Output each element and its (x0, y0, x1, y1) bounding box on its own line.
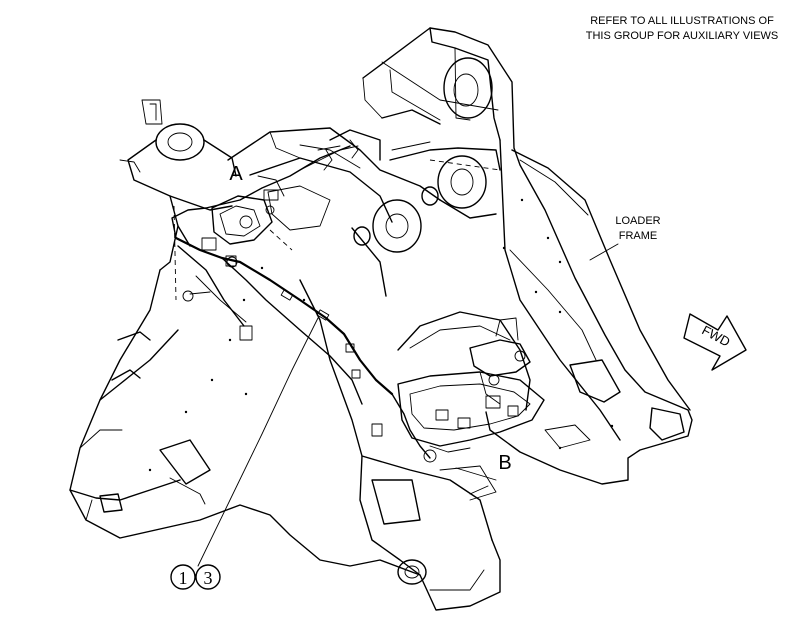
callout-number-3: 3 (204, 568, 213, 588)
rivet-dots (148, 198, 614, 472)
callout-balloons: 1 3 (170, 317, 319, 590)
loader-frame-label-line1: LOADER (615, 215, 660, 227)
wiring-harness (171, 139, 545, 463)
loader-frame-label: LOADER FRAME (589, 215, 661, 261)
loader-frame-label-line2: FRAME (619, 230, 658, 242)
fwd-arrow-icon: FWD (683, 313, 747, 371)
callout-leader (197, 317, 319, 567)
callout-circle-1 (170, 564, 196, 590)
view-label-b: B (498, 452, 511, 474)
header-note-line2: THIS GROUP FOR AUXILIARY VIEWS (586, 30, 779, 42)
fwd-arrow-label: FWD (700, 322, 733, 349)
view-label-a: A (229, 163, 243, 185)
loader-frame-outline (69, 27, 693, 611)
header-note-line1: REFER TO ALL ILLUSTRATIONS OF (590, 15, 774, 27)
callout-number-1: 1 (179, 568, 188, 588)
loader-frame-leader (589, 243, 619, 261)
callout-circle-3 (195, 564, 221, 590)
